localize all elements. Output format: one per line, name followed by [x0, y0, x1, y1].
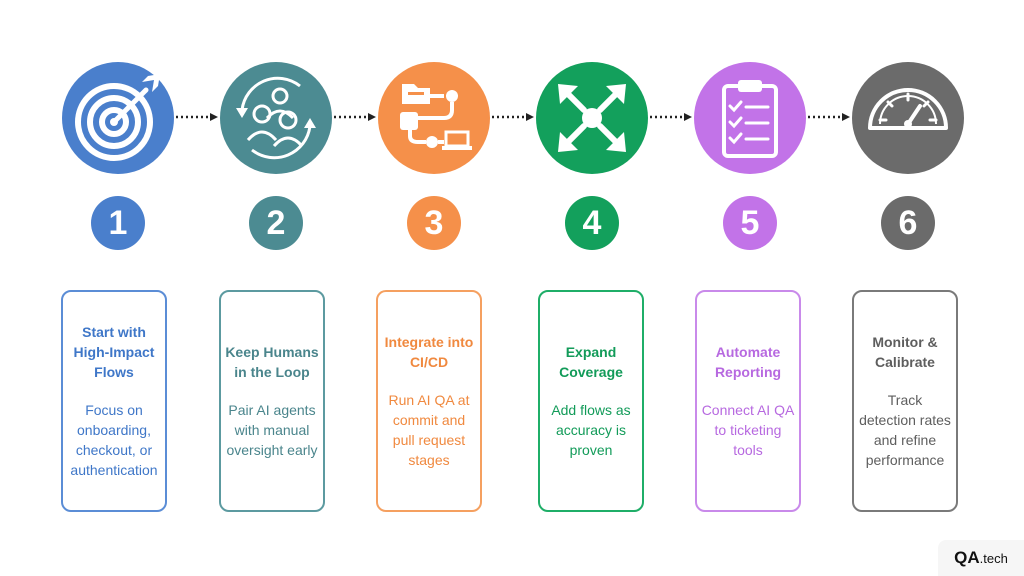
step-description: Track detection rates and refine perform…	[859, 392, 951, 468]
step-number-1: 1	[91, 196, 145, 250]
step-description: Pair AI agents with manual oversight ear…	[226, 402, 318, 458]
step-title: Start with High-Impact Flows	[73, 324, 155, 380]
step-number-5: 5	[723, 196, 777, 250]
step-card-1: Start with High-Impact Flows Focus on on…	[61, 290, 167, 512]
step-card-4: Expand Coverage Add flows as accuracy is…	[538, 290, 644, 512]
step-card-5: Automate Reporting Connect AI QA to tick…	[695, 290, 801, 512]
step-description: Focus on onboarding, checkout, or authen…	[70, 402, 158, 478]
step-5-circle	[694, 62, 806, 174]
step-title: Expand Coverage	[559, 344, 623, 380]
connector-arrow	[650, 113, 692, 121]
logo-suffix: .tech	[979, 550, 1008, 566]
step-card-6: Monitor & Calibrate Track detection rate…	[852, 290, 958, 512]
step-title: Keep Humans in the Loop	[225, 344, 319, 380]
step-6-circle	[852, 62, 964, 174]
step-4-circle	[536, 62, 648, 174]
step-card-2: Keep Humans in the Loop Pair AI agents w…	[219, 290, 325, 512]
step-number-6: 6	[881, 196, 935, 250]
step-title: Monitor & Calibrate	[872, 334, 938, 370]
step-number-3: 3	[407, 196, 461, 250]
step-description: Connect AI QA to ticketing tools	[701, 402, 795, 458]
connector-arrow	[808, 113, 850, 121]
workflow-icon	[378, 62, 490, 174]
gauge-icon	[852, 62, 964, 174]
step-number-4: 4	[565, 196, 619, 250]
target-icon	[62, 62, 174, 174]
logo-main: QA	[954, 548, 980, 567]
connector-arrow	[176, 113, 218, 121]
people-cycle-icon	[220, 62, 332, 174]
step-title: Integrate into CI/CD	[384, 334, 474, 370]
connector-arrow	[492, 113, 534, 121]
step-3-circle	[378, 62, 490, 174]
step-2-circle	[220, 62, 332, 174]
checklist-icon	[694, 62, 806, 174]
expand-arrows-icon	[536, 62, 648, 174]
step-1-circle	[62, 62, 174, 174]
step-description: Run AI QA at commit and pull request sta…	[388, 392, 470, 468]
step-card-3: Integrate into CI/CD Run AI QA at commit…	[376, 290, 482, 512]
step-title: Automate Reporting	[714, 344, 782, 380]
step-number-2: 2	[249, 196, 303, 250]
step-description: Add flows as accuracy is proven	[551, 402, 631, 458]
qa-tech-logo: QA.tech	[938, 540, 1024, 576]
connector-arrow	[334, 113, 376, 121]
